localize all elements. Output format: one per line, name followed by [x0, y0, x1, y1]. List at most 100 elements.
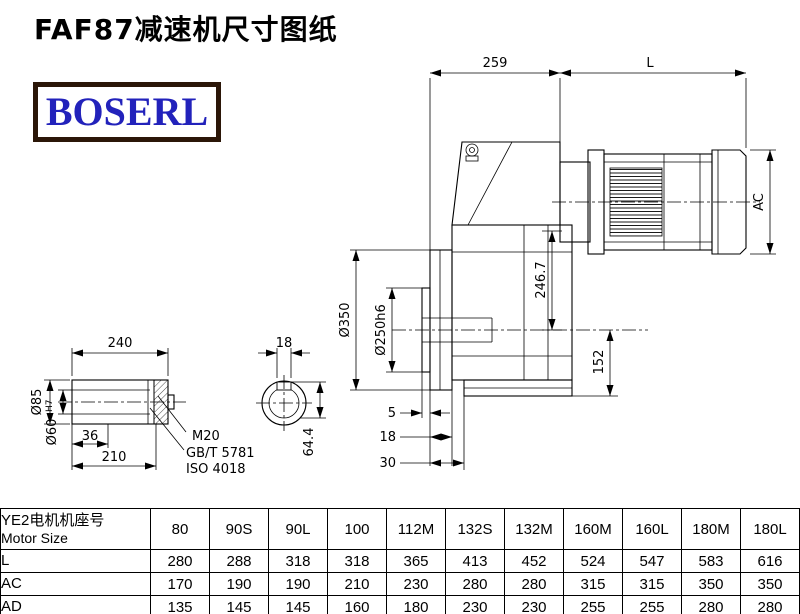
- value-cell: 160: [327, 595, 387, 614]
- table-header-row: YE2电机机座号 Motor Size 80 90S 90L 100 112M …: [0, 508, 800, 550]
- value-cell: 145: [268, 595, 328, 614]
- dim-phi350: Ø350: [338, 249, 430, 391]
- dim-phi60-tol-label: H7: [45, 400, 55, 413]
- dim-259-label: 259: [483, 56, 508, 71]
- header-motor-size-cell: YE2电机机座号 Motor Size: [0, 508, 151, 550]
- dim-259: 259: [429, 56, 561, 250]
- value-cell: 616: [740, 549, 800, 573]
- dim-210: 210: [71, 424, 157, 470]
- header-motor-size-en: Motor Size: [1, 529, 68, 546]
- table-row-AD: AD 135 145 145 160 180 230 230 255 255 2…: [0, 595, 800, 614]
- value-cell: 288: [209, 549, 269, 573]
- dim-AC-label: AC: [752, 193, 767, 211]
- dim-246-7-label: 246.7: [534, 261, 549, 298]
- dim-18-bottom-label: 18: [379, 430, 396, 445]
- value-cell: 255: [563, 595, 623, 614]
- value-cell: 280: [740, 595, 800, 614]
- row-label: AD: [0, 595, 151, 614]
- dim-240: 240: [71, 336, 169, 376]
- dim-L: L: [560, 56, 747, 148]
- value-cell: 145: [209, 595, 269, 614]
- dim-64-4: 64.4: [291, 381, 326, 456]
- dim-36-label: 36: [82, 429, 99, 444]
- value-cell: 230: [445, 595, 505, 614]
- value-cell: 190: [209, 572, 269, 596]
- dim-L-label: L: [646, 56, 654, 71]
- dimension-drawing: 259 L AC 246.7: [30, 56, 776, 477]
- header-cell: 160M: [563, 508, 623, 550]
- value-cell: 180: [386, 595, 446, 614]
- dim-phi250h6: Ø250h6: [374, 287, 422, 373]
- dim-phi60h7: Ø60 H7: [45, 389, 72, 446]
- value-cell: 524: [563, 549, 623, 573]
- value-cell: 318: [268, 549, 328, 573]
- value-cell: 255: [622, 595, 682, 614]
- dim-phi60-label: Ø60: [45, 419, 60, 446]
- value-cell: 210: [327, 572, 387, 596]
- note-iso-standard: ISO 4018: [186, 462, 246, 477]
- table-row-AC: AC 170 190 190 210 230 280 280 315 315 3…: [0, 572, 800, 596]
- dim-phi85-label: Ø85: [30, 389, 45, 416]
- value-cell: 135: [150, 595, 210, 614]
- note-m20: M20: [192, 429, 220, 444]
- table-row-L: L 280 288 318 318 365 413 452 524 547 58…: [0, 549, 800, 573]
- row-label: AC: [0, 572, 151, 596]
- dim-246-7: 246.7: [534, 230, 562, 331]
- value-cell: 280: [445, 572, 505, 596]
- value-cell: 350: [681, 572, 741, 596]
- dim-210-label: 210: [102, 450, 127, 465]
- dim-152-label: 152: [592, 350, 607, 375]
- dim-phi250h6-label: Ø250h6: [374, 304, 389, 356]
- bolt-notes: M20 GB/T 5781 ISO 4018: [149, 395, 255, 477]
- value-cell: 350: [740, 572, 800, 596]
- value-cell: 230: [386, 572, 446, 596]
- value-cell: 583: [681, 549, 741, 573]
- dim-5: 5: [388, 406, 450, 421]
- header-cell: 90S: [209, 508, 269, 550]
- dim-152: 152: [572, 330, 618, 397]
- header-cell: 180M: [681, 508, 741, 550]
- dim-5-label: 5: [388, 406, 396, 421]
- value-cell: 413: [445, 549, 505, 573]
- eye-bolt-icon: [465, 143, 479, 162]
- header-cell: 90L: [268, 508, 328, 550]
- header-motor-size-cn: YE2电机机座号: [1, 511, 105, 529]
- header-cell: 100: [327, 508, 387, 550]
- dim-phi350-label: Ø350: [338, 302, 353, 337]
- dim-AC: AC: [750, 149, 776, 255]
- value-cell: 452: [504, 549, 564, 573]
- header-cell: 80: [150, 508, 210, 550]
- value-cell: 280: [681, 595, 741, 614]
- dim-30-label: 30: [379, 456, 396, 471]
- note-gb-standard: GB/T 5781: [186, 446, 255, 461]
- motor-size-table: YE2电机机座号 Motor Size 80 90S 90L 100 112M …: [0, 508, 800, 614]
- boserl-logo-text: BOSERL: [45, 89, 209, 134]
- page-title: FAF87减速机尺寸图纸: [34, 13, 338, 46]
- value-cell: 315: [622, 572, 682, 596]
- value-cell: 170: [150, 572, 210, 596]
- dim-18-bottom: 18: [379, 430, 452, 445]
- value-cell: 365: [386, 549, 446, 573]
- value-cell: 315: [563, 572, 623, 596]
- value-cell: 230: [504, 595, 564, 614]
- value-cell: 547: [622, 549, 682, 573]
- shaft-detail-view: 240 Ø85 Ø60 H7 36: [30, 336, 255, 477]
- value-cell: 280: [150, 549, 210, 573]
- dim-18-keyway-label: 18: [276, 336, 293, 351]
- header-cell: 132M: [504, 508, 564, 550]
- value-cell: 318: [327, 549, 387, 573]
- dim-36: 36: [72, 424, 109, 448]
- dim-240-label: 240: [108, 336, 133, 351]
- boserl-logo: BOSERL: [33, 82, 221, 142]
- dim-18-keyway: 18: [258, 336, 310, 378]
- dim-phi85: Ø85: [30, 379, 70, 425]
- dim-30: 30: [379, 456, 464, 471]
- shaft-end-view: 18 64.4: [256, 336, 326, 456]
- value-cell: 190: [268, 572, 328, 596]
- value-cell: 280: [504, 572, 564, 596]
- header-cell: 132S: [445, 508, 505, 550]
- header-cell: 112M: [386, 508, 446, 550]
- header-cell: 160L: [622, 508, 682, 550]
- header-cell: 180L: [740, 508, 800, 550]
